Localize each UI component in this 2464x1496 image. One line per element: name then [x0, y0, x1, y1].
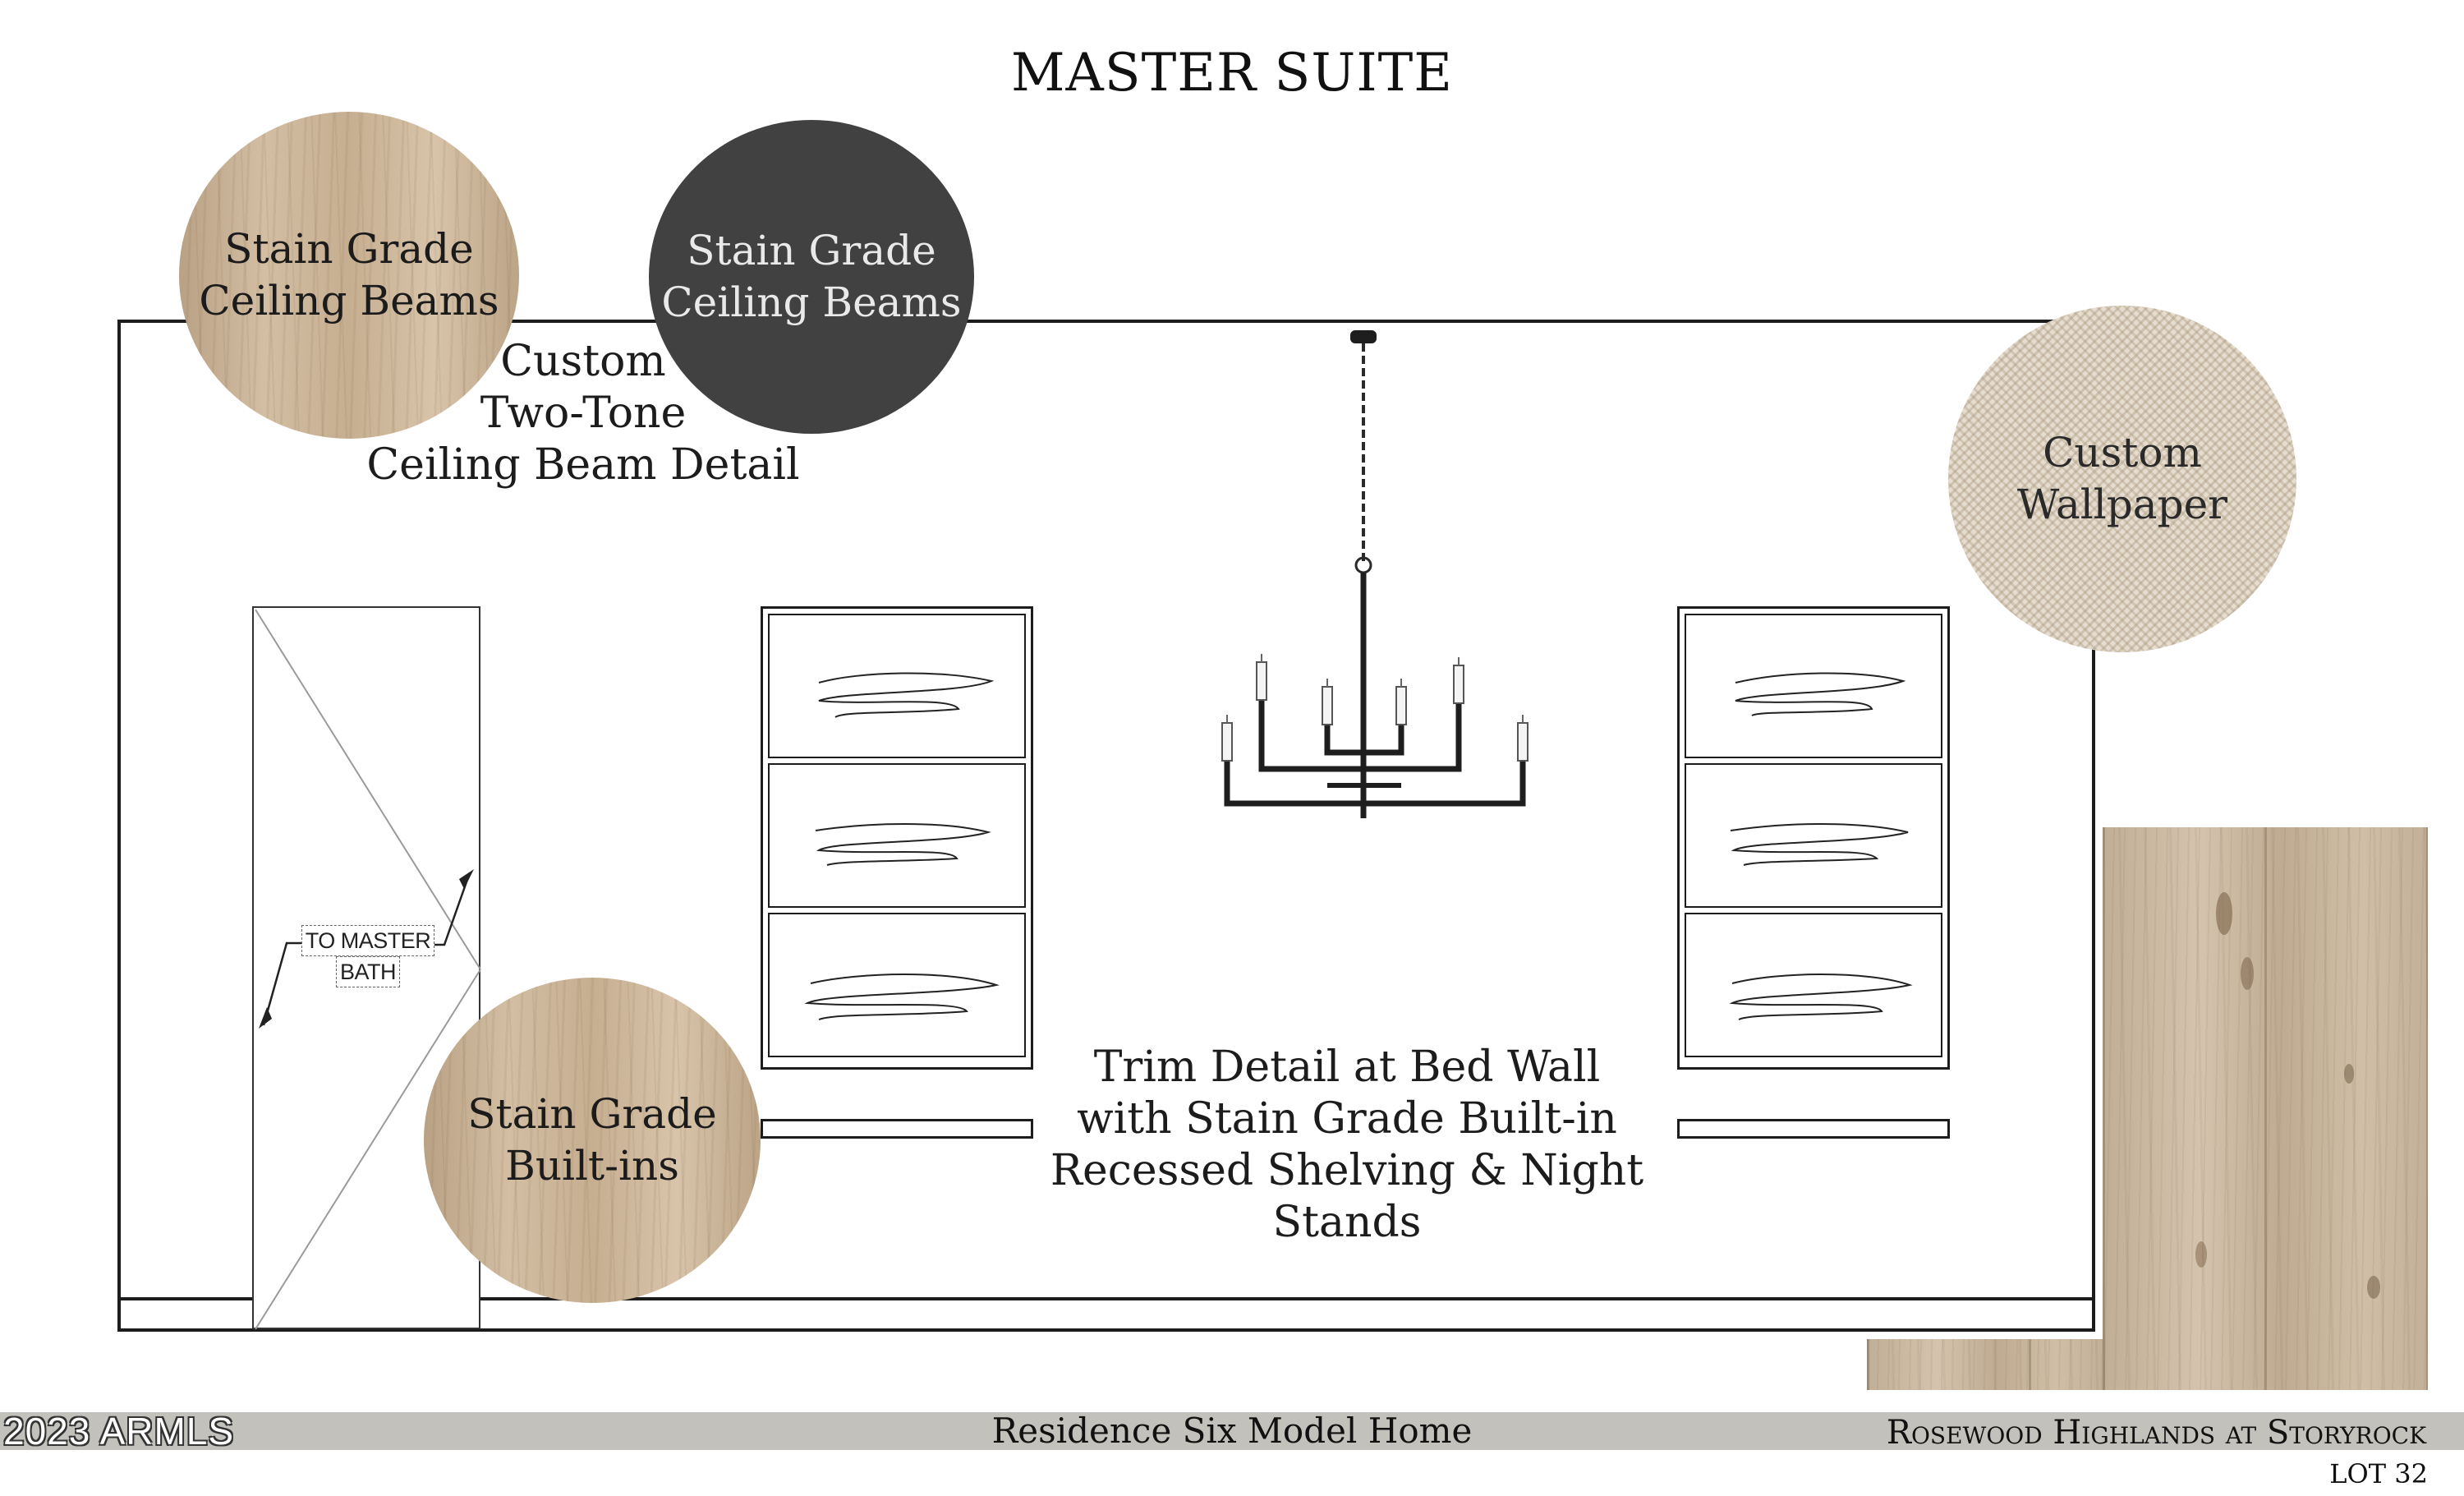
- scribble-icon: [815, 823, 991, 866]
- footer-center-title: Residence Six Model Home: [991, 1411, 1473, 1451]
- shelf-cell: [1685, 763, 1942, 908]
- scribble-icon: [804, 974, 1000, 1020]
- callout-trim-detail: Trim Detail at Bed Wall with Stain Grade…: [977, 1042, 1717, 1249]
- scribble-icon: [1735, 672, 1906, 716]
- floor-sample-horizontal: [1867, 1339, 2103, 1390]
- callout-beam-detail: Custom Two-Tone Ceiling Beam Detail: [361, 336, 805, 491]
- swatch-wallpaper-line2: Wallpaper: [2016, 481, 2228, 528]
- wood-knots: [2195, 892, 2380, 1299]
- chandelier-icon: [1221, 330, 1529, 818]
- swatch-wallpaper-line1: Custom: [2043, 429, 2202, 476]
- callout-beam-line1: Custom: [500, 337, 666, 386]
- swatch-beam-light-line2: Ceiling Beams: [199, 277, 499, 325]
- swatch-beam-dark-line1: Stain Grade: [687, 227, 936, 274]
- footer-bar: [0, 1412, 2464, 1450]
- built-in-shelving-right: [1677, 606, 1950, 1070]
- swatch-beam-dark: Stain Grade Ceiling Beams: [649, 120, 974, 434]
- swatch-wallpaper: Custom Wallpaper: [1948, 306, 2296, 652]
- scribble-icon: [818, 672, 995, 718]
- swatch-builtins-line1: Stain Grade: [467, 1090, 717, 1138]
- door-label-line1: TO MASTER: [301, 925, 435, 956]
- night-stand-right: [1677, 1119, 1950, 1139]
- callout-trim-line2: with Stain Grade Built-in: [1077, 1094, 1617, 1144]
- night-stand-left: [761, 1119, 1033, 1139]
- door-label-line2: BATH: [335, 956, 400, 987]
- shelf-cell: [1685, 913, 1942, 1057]
- swatch-builtins-line2: Built-ins: [505, 1142, 679, 1190]
- page-title: MASTER SUITE: [1011, 43, 1453, 104]
- callout-trim-line3: Recessed Shelving & Night Stands: [1050, 1146, 1644, 1247]
- lot-number: LOT 32: [2329, 1458, 2428, 1489]
- shelf-cell: [768, 913, 1026, 1057]
- footer-community-name: Rosewood Highlands at Storyrock: [1886, 1414, 2426, 1452]
- callout-beam-line3: Ceiling Beam Detail: [366, 440, 800, 490]
- scribble-icon: [1730, 823, 1909, 866]
- door-label: TO MASTER BATH: [299, 925, 437, 987]
- shelf-cell: [1685, 614, 1942, 758]
- scribble-icon: [1729, 974, 1913, 1020]
- callout-beam-line2: Two-Tone: [480, 389, 687, 438]
- swatch-beam-light-line1: Stain Grade: [224, 225, 474, 273]
- callout-trim-line1: Trim Detail at Bed Wall: [1093, 1043, 1601, 1092]
- shelf-cell: [768, 763, 1026, 908]
- swatch-beam-dark-line2: Ceiling Beams: [661, 278, 962, 326]
- baseboard: [117, 1297, 2095, 1332]
- swatch-built-ins-wood: Stain Grade Built-ins: [424, 978, 761, 1303]
- shelf-cell: [768, 614, 1026, 758]
- built-in-shelving-left: [761, 606, 1033, 1070]
- swatch-beam-light-wood: Stain Grade Ceiling Beams: [179, 112, 519, 439]
- floor-sample-vertical: [2103, 827, 2428, 1390]
- copyright-watermark: 2023 ARMLS: [3, 1410, 235, 1452]
- wall-elevation: [117, 320, 2095, 1332]
